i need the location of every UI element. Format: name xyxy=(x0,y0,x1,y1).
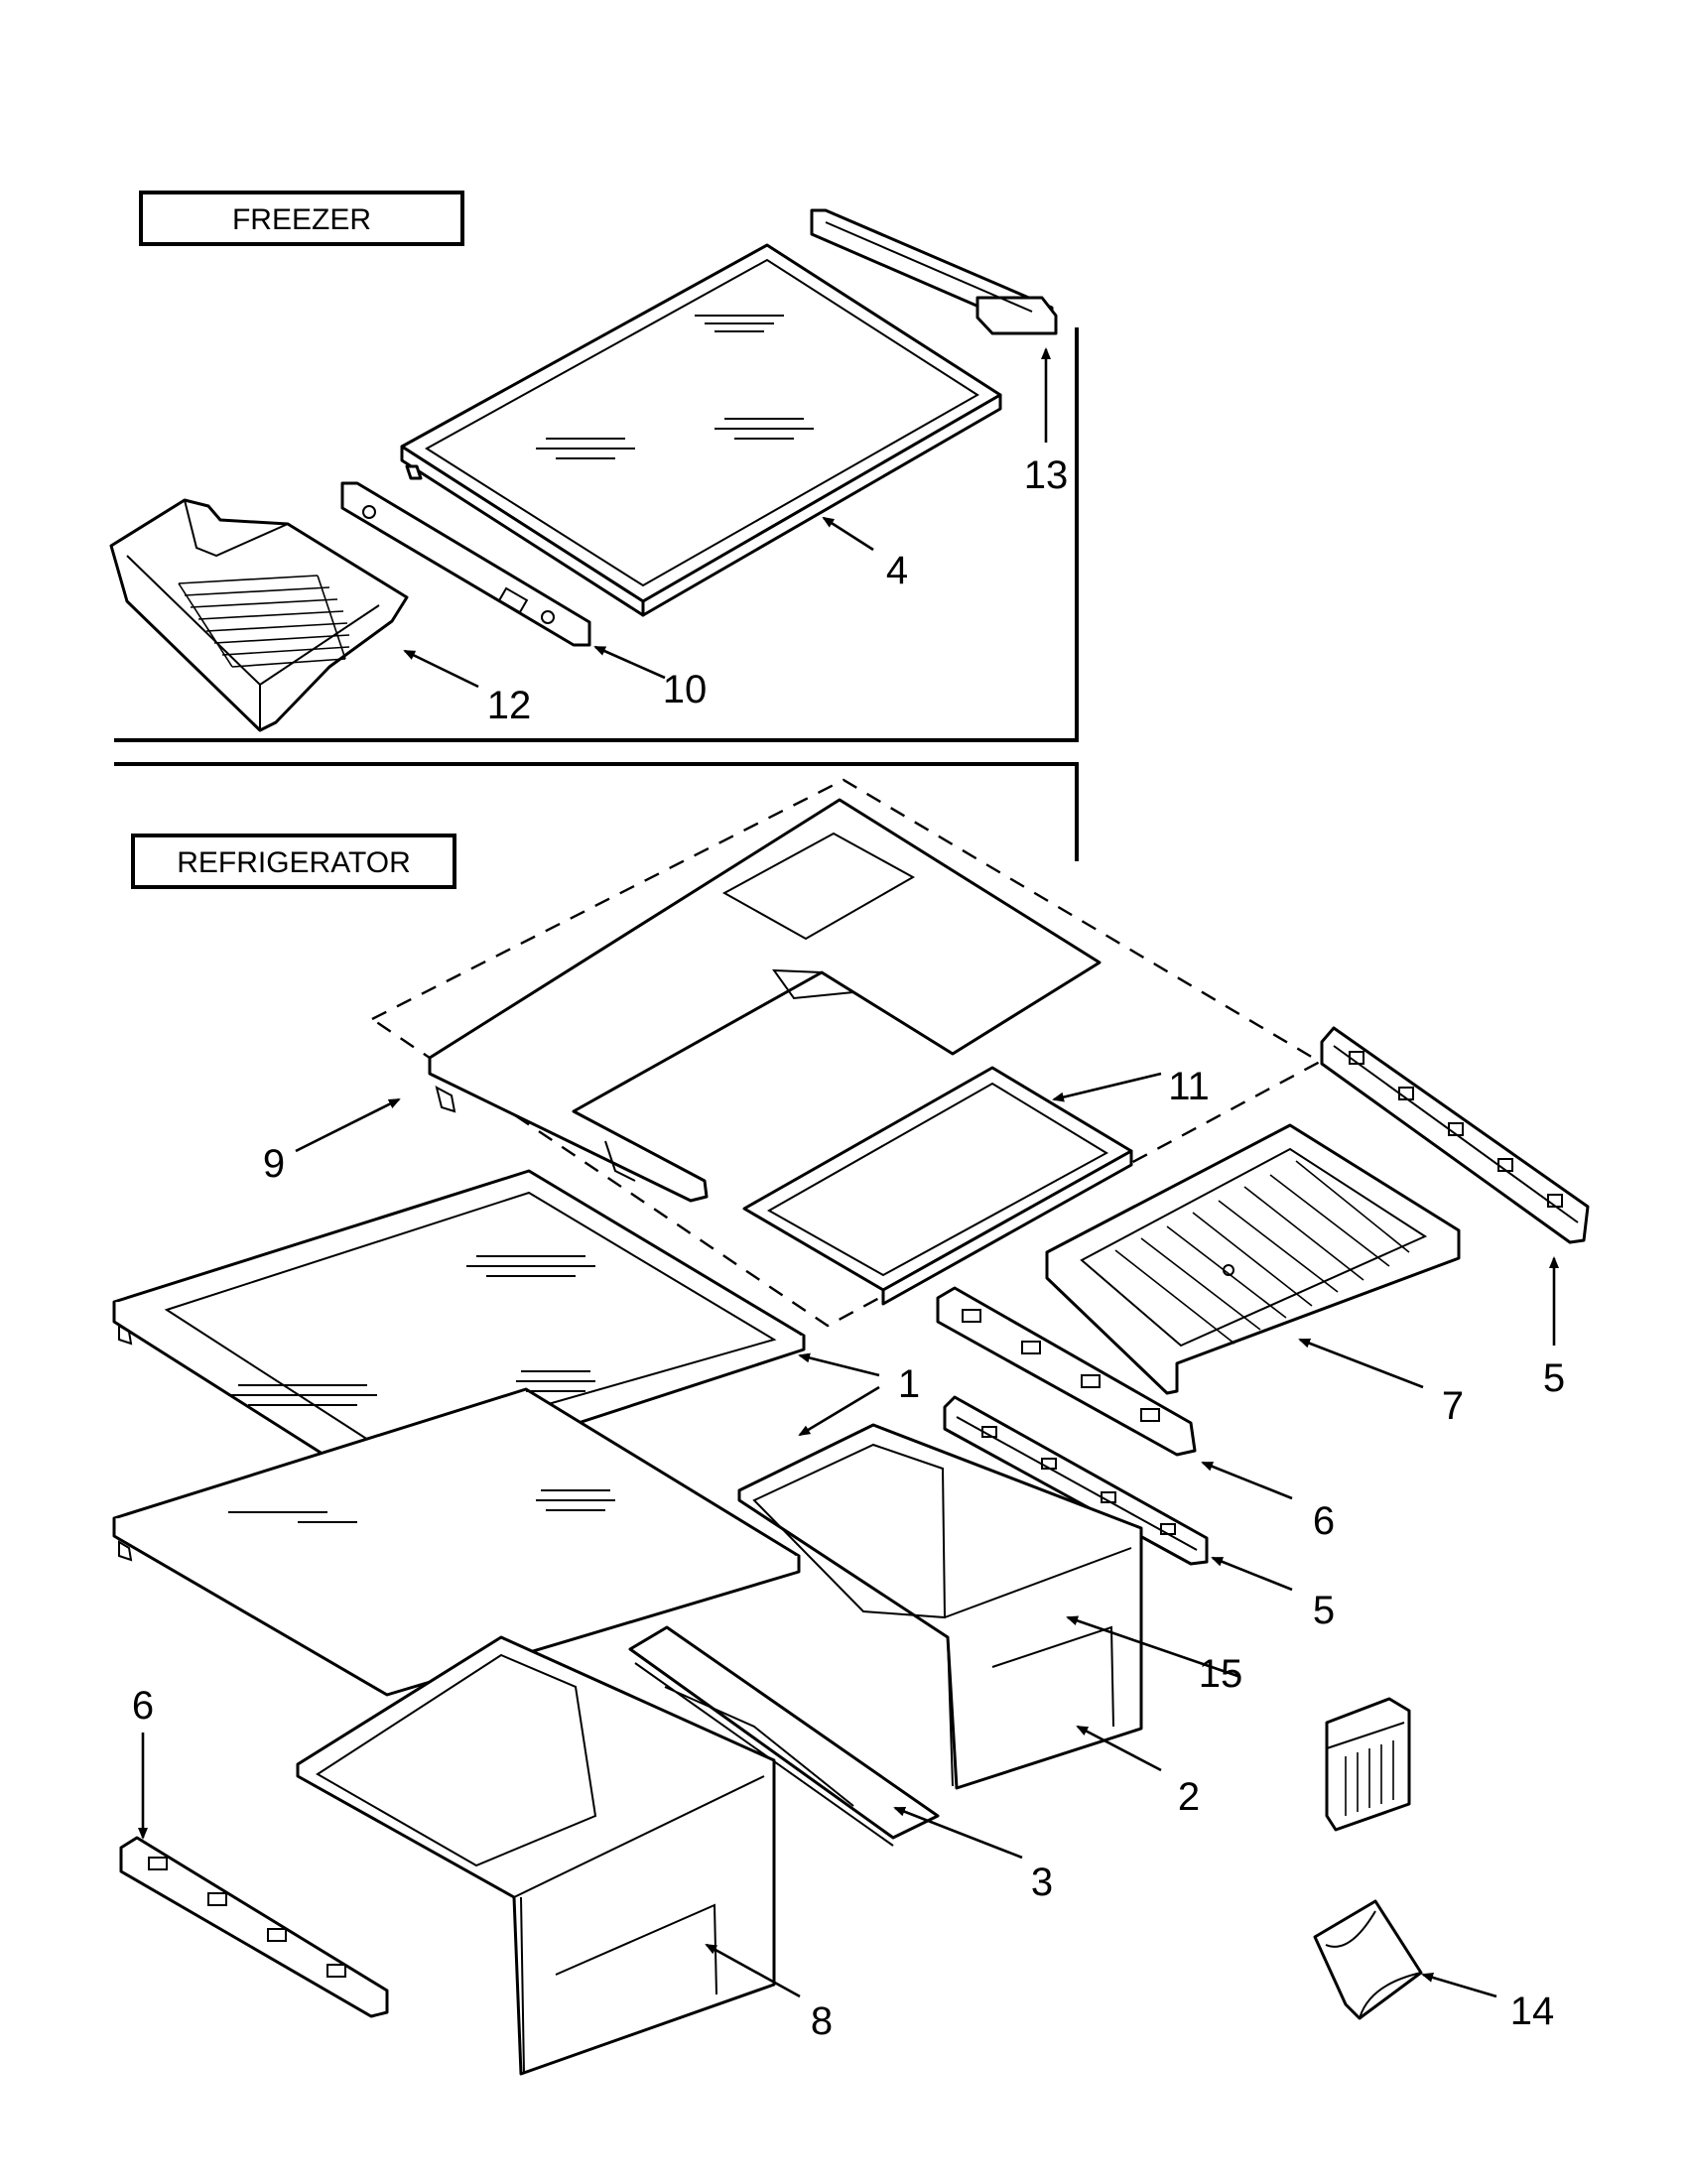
callout-9: 9 xyxy=(263,1142,285,1186)
callout-6-middle: 6 xyxy=(1313,1499,1335,1543)
part-12-freezer-basket xyxy=(109,498,409,732)
leader-4 xyxy=(822,516,874,552)
part-9-shelf-frame xyxy=(428,798,1102,1203)
part-10-bracket xyxy=(340,481,591,647)
callout-11: 11 xyxy=(1168,1065,1210,1108)
leader-arrows xyxy=(138,347,1559,1998)
freezer-label: FREEZER xyxy=(139,191,464,246)
part-1-glass-shelves xyxy=(112,1169,806,1697)
leader-7 xyxy=(1298,1338,1424,1389)
leader-14 xyxy=(1421,1973,1497,1998)
leader-11 xyxy=(1052,1072,1162,1102)
leader-10 xyxy=(593,645,666,680)
callout-8: 8 xyxy=(811,1999,833,2043)
leader-5-middle xyxy=(1211,1556,1293,1592)
callout-4: 4 xyxy=(886,549,908,592)
refrigerator-label: REFRIGERATOR xyxy=(131,834,456,889)
svg-text:REFRIGERATOR: REFRIGERATOR xyxy=(177,846,411,879)
callout-14: 14 xyxy=(1510,1990,1555,2033)
svg-text:FREEZER: FREEZER xyxy=(232,203,371,236)
part-15-filter xyxy=(1325,1697,1411,1832)
part-6-rail-middle xyxy=(936,1286,1197,1457)
part-3-divider-panel xyxy=(628,1625,940,1847)
part-14-cover xyxy=(1313,1899,1423,2020)
part-8-crisper-drawer xyxy=(296,1635,776,2076)
part-5-rail-upper xyxy=(1320,1026,1590,1244)
part-13-shelf-rail xyxy=(810,208,1058,335)
leader-2 xyxy=(1076,1725,1162,1772)
part-6-rail-lower xyxy=(119,1836,389,2018)
leader-9 xyxy=(295,1097,401,1153)
section-dividers xyxy=(114,327,1079,861)
callout-10: 10 xyxy=(663,668,708,711)
part-11-glass-insert xyxy=(742,1066,1133,1306)
leader-12 xyxy=(403,649,479,689)
callout-numbers: 13 4 10 12 11 9 1 5 7 6 5 15 2 3 8 6 14 xyxy=(132,453,1565,2043)
callout-12: 12 xyxy=(487,684,532,727)
callout-2: 2 xyxy=(1178,1775,1200,1819)
leader-15 xyxy=(1066,1615,1241,1679)
callout-1: 1 xyxy=(898,1362,920,1406)
callout-5-middle: 5 xyxy=(1313,1589,1335,1632)
leader-8 xyxy=(705,1943,801,1998)
leader-3 xyxy=(893,1806,1023,1860)
leader-6-middle xyxy=(1201,1461,1293,1500)
callout-15: 15 xyxy=(1199,1652,1243,1696)
leader-1a xyxy=(798,1352,880,1377)
part-5-rail-middle xyxy=(943,1395,1209,1566)
callout-3: 3 xyxy=(1031,1861,1053,1904)
callout-5-upper: 5 xyxy=(1543,1356,1565,1400)
callout-6-lower: 6 xyxy=(132,1684,154,1728)
leader-1b xyxy=(798,1385,880,1437)
part-2-crisper-drawer xyxy=(737,1423,1143,1790)
callout-13: 13 xyxy=(1024,453,1069,497)
callout-7: 7 xyxy=(1442,1384,1464,1428)
part-7-tray xyxy=(1045,1123,1461,1395)
part-4-glass-shelf xyxy=(400,243,1002,617)
